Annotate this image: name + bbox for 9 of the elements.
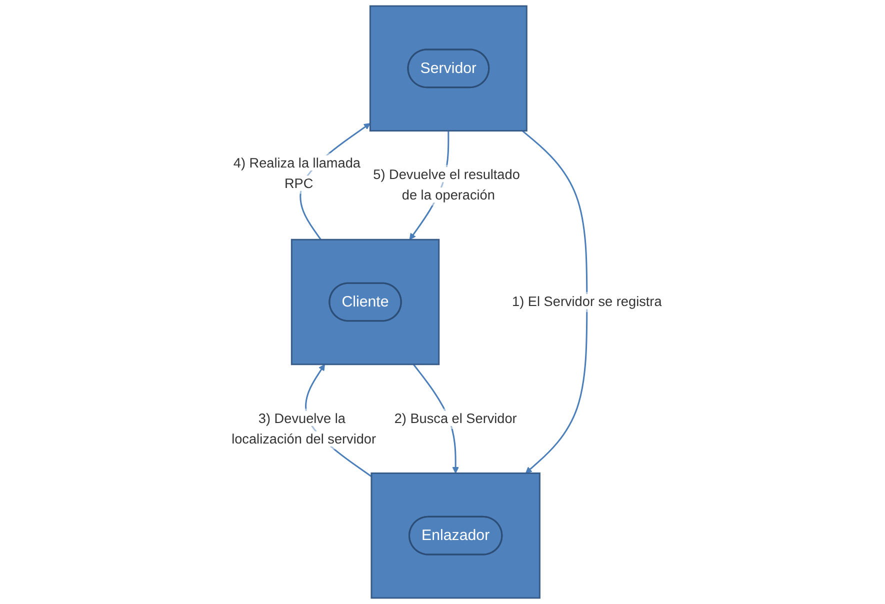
cluster	[290, 238, 440, 366]
edge-label: 2) Busca el Servidor	[394, 410, 517, 426]
cluster	[369, 5, 528, 132]
edge-label: 1) El Servidor se registra	[512, 294, 662, 310]
cluster	[370, 472, 540, 599]
arrow	[522, 130, 588, 474]
edge-label: 5) Devuelve el resultado de la operación	[373, 167, 520, 203]
edge-label: 3) Devuelve la localización del servidor	[232, 410, 376, 446]
edge-label: 4) Realiza la llamada RPC	[233, 155, 360, 191]
